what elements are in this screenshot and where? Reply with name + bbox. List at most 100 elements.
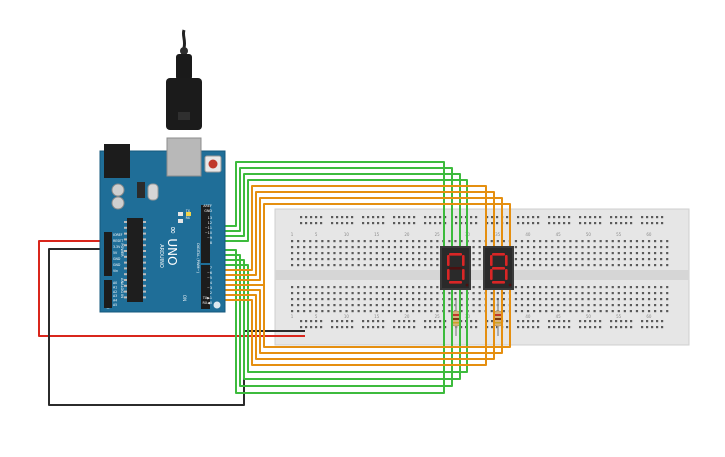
breadboard-hole — [581, 240, 584, 243]
breadboard-hole — [526, 298, 530, 301]
analog-pin-label: A1 — [113, 285, 117, 289]
breadboard-hole — [436, 310, 439, 313]
breadboard-hole — [587, 258, 590, 261]
breadboard-hole — [393, 246, 397, 249]
breadboard-hole — [491, 326, 494, 329]
wire-black-gnd[interactable] — [48, 248, 305, 406]
breadboard-hole — [405, 240, 409, 243]
breadboard-hole — [611, 292, 614, 295]
breadboard-hole — [377, 326, 380, 329]
breadboard-hole — [575, 292, 578, 295]
chip-pin — [124, 284, 127, 287]
breadboard-hole — [587, 304, 590, 307]
breadboard-hole — [345, 286, 348, 289]
arduino-uno-board[interactable]: ∞ ARDUINO UNO ON DIGITAL (PWM~) POWER AN… — [99, 137, 226, 313]
pin-label-d5: ~5 — [207, 276, 212, 280]
breadboard-hole — [537, 222, 540, 225]
breadboard-hole — [599, 292, 602, 295]
breadboard-hole — [478, 298, 481, 301]
breadboard-hole — [351, 286, 354, 289]
breadboard-hole — [486, 216, 489, 219]
breadboard-hole — [654, 286, 657, 289]
pin-label-d12: 12 — [208, 221, 212, 225]
breadboard-hole — [581, 304, 584, 307]
segment-b — [462, 255, 465, 266]
arduino-brand-label: ARDUINO — [158, 244, 164, 268]
breadboard-hole — [491, 216, 494, 219]
breadboard-hole — [660, 258, 663, 261]
resistor-right[interactable] — [493, 300, 503, 336]
breadboard-hole — [599, 222, 602, 225]
breadboard-hole — [581, 310, 584, 313]
breadboard-hole — [321, 252, 324, 255]
resistor-left[interactable] — [451, 300, 461, 336]
breadboard-hole — [372, 222, 375, 225]
resistor-band — [452, 322, 460, 324]
segment-d — [449, 281, 462, 284]
breadboard-hole — [291, 304, 294, 307]
breadboard-hole — [545, 240, 548, 243]
breadboard-hole — [593, 298, 596, 301]
breadboard-hole — [381, 258, 384, 261]
power-pin-label: RESET — [113, 239, 123, 243]
breadboard-hole — [533, 246, 536, 249]
breadboard-hole — [412, 292, 415, 295]
breadboard-hole — [363, 240, 366, 243]
breadboard-hole — [629, 264, 632, 267]
breadboard-hole — [545, 246, 548, 249]
breadboard-hole — [387, 286, 390, 289]
breadboard[interactable]: 1155101015152020252530303535404045455050… — [274, 208, 690, 346]
breadboard-hole — [647, 292, 651, 295]
breadboard-hole — [303, 292, 306, 295]
wire-red-5v[interactable] — [38, 240, 305, 337]
breadboard-hole — [475, 326, 478, 329]
breadboard-hole — [321, 292, 324, 295]
breadboard-hole — [520, 286, 524, 289]
power-pin-label: Vin — [113, 269, 118, 273]
chip-pin — [124, 296, 127, 299]
breadboard-hole — [656, 222, 659, 225]
breadboard-hole — [321, 286, 324, 289]
breadboard-hole — [291, 252, 294, 255]
breadboard-hole — [594, 320, 597, 323]
breadboard-hole — [291, 264, 294, 267]
breadboard-hole — [377, 216, 380, 219]
breadboard-hole — [393, 216, 396, 219]
breadboard-hole — [315, 310, 318, 313]
breadboard-hole — [496, 240, 499, 243]
breadboard-hole — [533, 240, 536, 243]
breadboard-hole — [460, 310, 463, 313]
analog-pin-label: A3 — [113, 294, 117, 298]
breadboard-hole — [333, 310, 336, 313]
breadboard-hole — [593, 240, 596, 243]
breadboard-hole — [387, 246, 390, 249]
breadboard-hole — [351, 304, 354, 307]
breadboard-hole — [660, 240, 663, 243]
breadboard-hole — [460, 326, 463, 329]
usb-cable[interactable] — [166, 29, 202, 130]
breadboard-hole — [460, 298, 463, 301]
breadboard-hole — [309, 292, 312, 295]
power-header-label: POWER — [120, 243, 124, 257]
breadboard-hole — [629, 258, 632, 261]
seven-segment-display-right[interactable] — [483, 246, 514, 290]
breadboard-hole — [345, 264, 348, 267]
breadboard-hole — [472, 240, 475, 243]
breadboard-hole — [635, 264, 639, 267]
breadboard-hole — [651, 222, 654, 225]
breadboard-hole — [331, 222, 334, 225]
breadboard-hole — [327, 298, 330, 301]
breadboard-hole — [517, 320, 520, 323]
breadboard-hole — [635, 258, 639, 261]
breadboard-hole — [475, 216, 478, 219]
breadboard-hole — [412, 286, 415, 289]
breadboard-hole — [569, 252, 572, 255]
breadboard-hole — [393, 264, 397, 267]
breadboard-hole — [630, 216, 633, 219]
breadboard-hole — [551, 240, 554, 243]
breadboard-hole — [412, 304, 415, 307]
breadboard-hole — [605, 264, 608, 267]
seven-segment-display-left[interactable] — [440, 246, 471, 290]
breadboard-hole — [661, 320, 664, 323]
breadboard-hole — [647, 240, 651, 243]
